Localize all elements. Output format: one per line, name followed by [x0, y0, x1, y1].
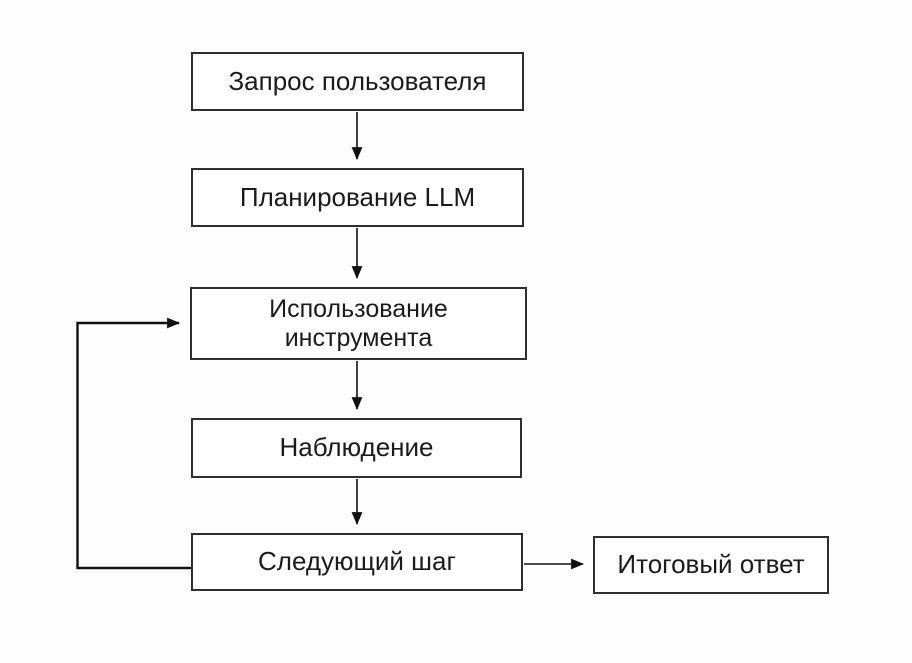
node-tool-use: Использование инструмента: [190, 287, 527, 360]
arrow-next-step-loop-to-tool-use: [76, 317, 191, 570]
node-llm-planning: Планирование LLM: [191, 168, 524, 227]
node-observation: Наблюдение: [191, 418, 522, 478]
node-final-answer: Итоговый ответ: [593, 536, 829, 594]
node-next-step: Следующий шаг: [191, 533, 523, 591]
node-label: Запрос пользователя: [228, 65, 487, 96]
node-label: Использование инструмента: [269, 294, 448, 352]
node-label: Планирование LLM: [239, 181, 476, 212]
node-label: Следующий шаг: [258, 546, 456, 577]
node-label: Наблюдение: [279, 432, 434, 463]
node-user-request: Запрос пользователя: [191, 52, 524, 111]
node-label: Итоговый ответ: [617, 549, 805, 580]
